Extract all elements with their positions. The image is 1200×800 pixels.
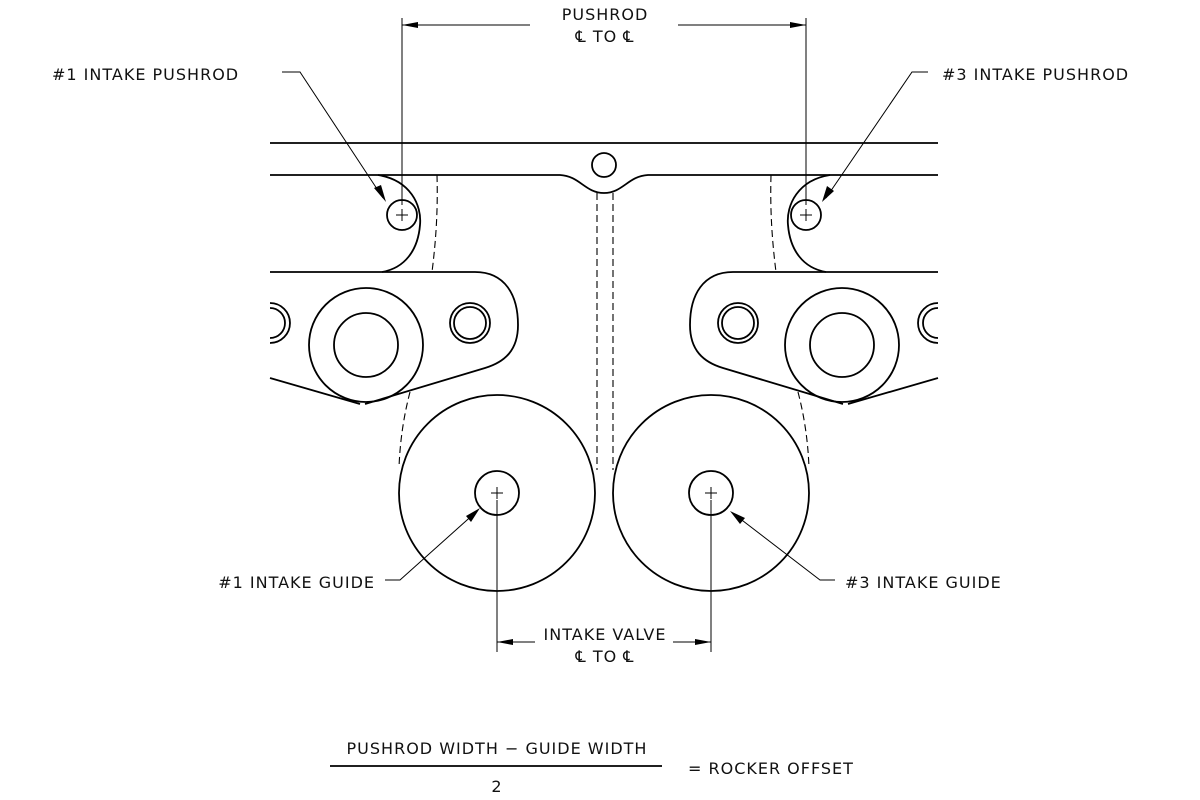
right-assembly [612,17,939,653]
left-pushrod-label: #1 INTAKE PUSHROD [52,65,239,84]
valve-dim-label: INTAKE VALVE [544,625,667,644]
pushrod-dim-cl-label: ℄ TO ℄ [574,27,634,46]
left-assembly [269,17,596,653]
formula-numerator: PUSHROD WIDTH − GUIDE WIDTH [347,739,648,758]
right-guide-label: #3 INTAKE GUIDE [845,573,1002,592]
rocker-shaft-bar [270,142,938,470]
right-pushrod-label: #3 INTAKE PUSHROD [942,65,1129,84]
rocker-offset-formula: PUSHROD WIDTH − GUIDE WIDTH 2 = ROCKER O… [330,739,854,796]
valve-dim-cl-label: ℄ TO ℄ [574,647,634,666]
pushrod-dim-label: PUSHROD [562,5,649,24]
left-guide-label: #1 INTAKE GUIDE [218,573,375,592]
formula-result: = ROCKER OFFSET [688,759,854,778]
leaders [282,71,928,581]
formula-denominator: 2 [491,777,502,796]
